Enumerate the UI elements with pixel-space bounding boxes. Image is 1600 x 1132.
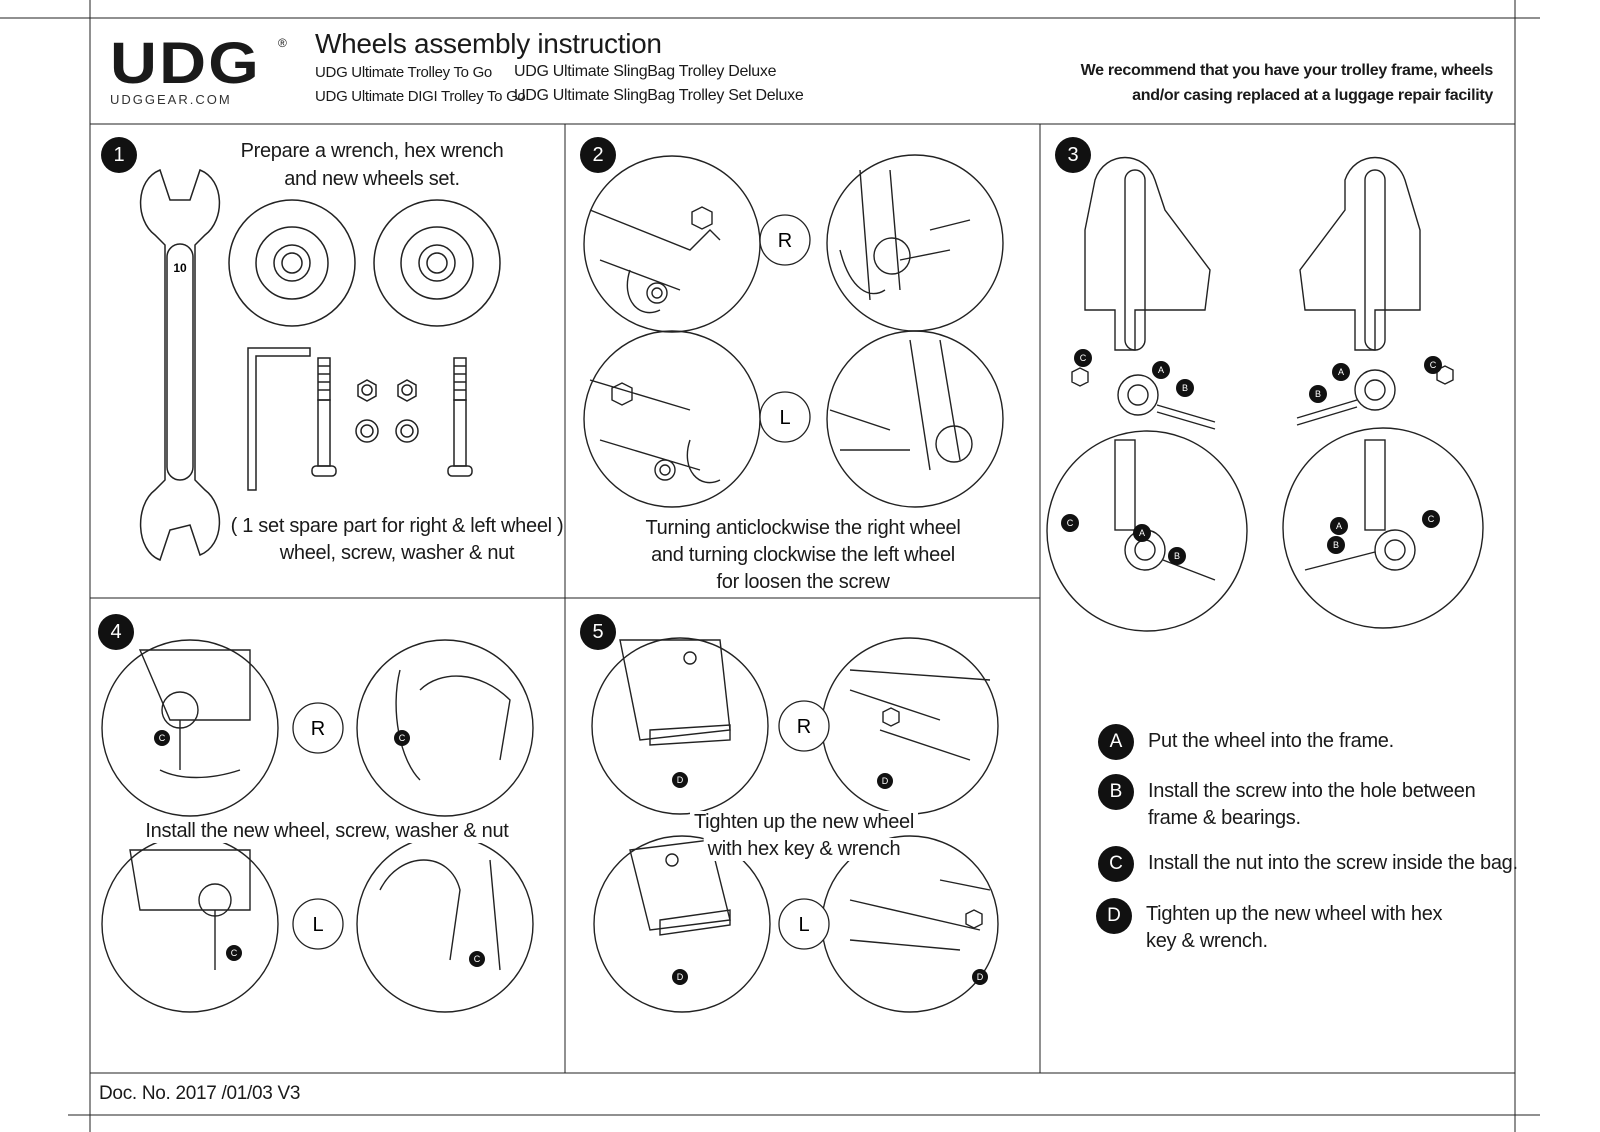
- recommend-line-1: We recommend that you have your trolley …: [1080, 62, 1494, 79]
- step-4-right-label: R: [311, 718, 325, 740]
- recommend-line-2: and/or casing replaced at a luggage repa…: [1132, 87, 1493, 104]
- step-4-left-label: L: [312, 914, 323, 936]
- part-label-d: D: [882, 776, 889, 786]
- nut-icon: [397, 379, 417, 402]
- part-label-d: D: [677, 775, 684, 785]
- step-3-number: 3: [1055, 137, 1091, 173]
- part-label-c: C: [1430, 360, 1437, 370]
- washer-icon: [355, 419, 379, 443]
- step-2-right-label: R: [778, 230, 792, 252]
- step-5-left-label: L: [798, 914, 809, 936]
- step-1-note-1: ( 1 set spare part for right & left whee…: [230, 515, 564, 537]
- part-label-d: D: [977, 972, 984, 982]
- part-label-a: A: [1158, 365, 1164, 375]
- step-5-number: 5: [580, 614, 616, 650]
- wheel-icon: [373, 199, 501, 327]
- wheel-icon: [228, 199, 356, 327]
- doc-number: Doc. No. 2017 /01/03 V3: [99, 1083, 301, 1104]
- frame-icon: [1299, 156, 1421, 351]
- step-2-caption-2: and turning clockwise the left wheel: [651, 544, 955, 566]
- nut-icon: [357, 379, 377, 402]
- step-2-caption-1: Turning anticlockwise the right wheel: [645, 517, 961, 539]
- udg-logo: UDG UDGGEAR.COM: [110, 35, 259, 108]
- step-2-number: 2: [580, 137, 616, 173]
- page-title: Wheels assembly instruction: [315, 28, 662, 59]
- part-label-c: C: [399, 733, 406, 743]
- step-1-note-2: wheel, screw, washer & nut: [279, 542, 515, 564]
- model-list-1b: UDG Ultimate DIGI Trolley To Go: [315, 88, 526, 105]
- model-list-2b: UDG Ultimate SlingBag Trolley Set Deluxe: [514, 87, 804, 104]
- part-label-b: B: [1182, 383, 1188, 393]
- part-label-b: B: [1174, 551, 1180, 561]
- part-label-a: A: [1139, 528, 1145, 538]
- legend-key-d: D: [1096, 898, 1132, 934]
- part-label-c: C: [1080, 353, 1087, 363]
- legend-text-d-2: key & wrench.: [1146, 930, 1268, 952]
- frame-icon: [1084, 156, 1211, 351]
- screw-icon: [311, 357, 337, 477]
- part-label-b: B: [1333, 540, 1339, 550]
- wrench-size-label: 10: [173, 261, 187, 275]
- part-label-c: C: [231, 948, 238, 958]
- part-label-c: C: [159, 733, 166, 743]
- step-5-right-label: R: [797, 716, 811, 738]
- screw-icon: [447, 357, 473, 477]
- legend-text-d-1: Tighten up the new wheel with hex: [1146, 903, 1443, 925]
- part-label-c: C: [474, 954, 481, 964]
- legend-key-a: A: [1098, 724, 1134, 760]
- step-5-illustration: D D D D R L: [591, 637, 999, 1013]
- model-list-1a: UDG Ultimate Trolley To Go: [315, 64, 492, 81]
- step-2-caption-3: for loosen the screw: [716, 571, 890, 593]
- legend-text-b-1: Install the screw into the hole between: [1148, 780, 1476, 802]
- step-1-caption-1: Prepare a wrench, hex wrench: [240, 140, 504, 162]
- hex-key-icon: [247, 347, 311, 491]
- model-list-2a: UDG Ultimate SlingBag Trolley Deluxe: [514, 63, 777, 80]
- part-label-c: C: [1428, 514, 1435, 524]
- registered-mark: ®: [278, 36, 287, 50]
- step-3-illustration: C A B A B C C A B A B C: [1046, 156, 1484, 632]
- legend-key-c: C: [1098, 846, 1134, 882]
- step-4-illustration: C C C C R L: [101, 639, 534, 1013]
- part-label-a: A: [1338, 367, 1344, 377]
- step-5-caption-1: Tighten up the new wheel: [690, 811, 918, 834]
- wrench-icon: [139, 169, 221, 561]
- part-label-a: A: [1336, 521, 1342, 531]
- logo-subtitle: UDGGEAR.COM: [110, 92, 232, 107]
- logo-text: UDG: [110, 31, 262, 96]
- step-2-left-label: L: [779, 407, 790, 429]
- step-2-illustration: R L: [583, 154, 1004, 508]
- part-label-b: B: [1315, 389, 1321, 399]
- part-label-c: C: [1067, 518, 1074, 528]
- legend-text-a: Put the wheel into the frame.: [1148, 730, 1394, 752]
- legend-text-c: Install the nut into the screw inside th…: [1148, 852, 1518, 874]
- step-5-caption-2: with hex key & wrench: [703, 838, 905, 861]
- step-1-number: 1: [101, 137, 137, 173]
- step-1-illustration: 10: [139, 169, 501, 561]
- step-4-caption: Install the new wheel, screw, washer & n…: [141, 820, 513, 843]
- washer-icon: [395, 419, 419, 443]
- step-1-caption-2: and new wheels set.: [284, 168, 460, 190]
- legend-text-b-2: frame & bearings.: [1148, 807, 1301, 829]
- part-label-d: D: [677, 972, 684, 982]
- legend-key-b: B: [1098, 774, 1134, 810]
- step-4-number: 4: [98, 614, 134, 650]
